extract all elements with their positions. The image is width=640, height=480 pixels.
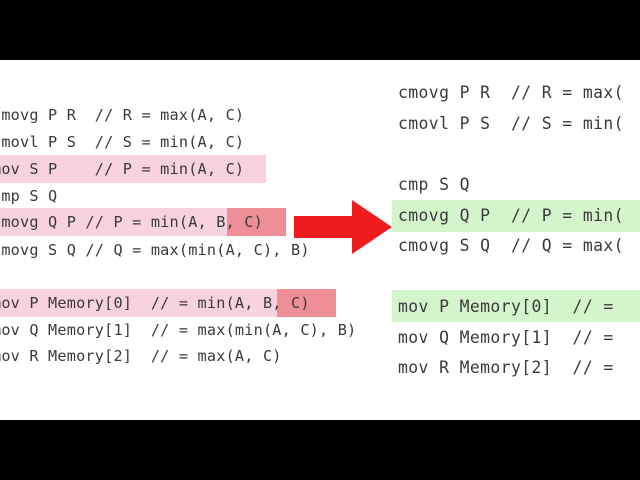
code-line: cmp S Q: [398, 175, 470, 194]
code-line: mov R Memory[2] // =: [398, 358, 614, 377]
code-line: cmovl P S // S = min(: [398, 114, 624, 133]
code-line: cmovg P R // R = max(A, C): [0, 106, 245, 124]
code-line: cmovl P S // S = min(A, C): [0, 133, 245, 151]
code-line: mov S P // P = min(A, C): [0, 160, 245, 178]
highlight-b-c-memory0: [277, 289, 336, 317]
highlight-cmovg-q-p-right: [392, 200, 640, 232]
code-line: mov Q Memory[1] // =: [398, 328, 614, 347]
highlight-mov-s-p: [0, 155, 266, 183]
code-line: cmovg Q P // P = min(: [398, 206, 624, 225]
slide-canvas: cmovg P R // R = max(A, C) cmovl P S // …: [0, 60, 640, 420]
code-line: mov P Memory[0] // = min(A, B, C): [0, 294, 310, 312]
code-line: cmovg S Q // Q = max(min(A, C), B): [0, 241, 310, 259]
code-line: mov R Memory[2] // = max(A, C): [0, 347, 282, 365]
right-arrow-icon: [294, 200, 392, 254]
code-line: cmp S Q: [0, 187, 58, 205]
code-line: cmovg S Q // Q = max(: [398, 236, 624, 255]
code-line: cmovg Q P // P = min(A, B, C): [0, 213, 263, 231]
highlight-mov-p-memory0-right: [392, 290, 640, 322]
code-line: cmovg P R // R = max(: [398, 83, 624, 102]
code-line: mov P Memory[0] // =: [398, 297, 614, 316]
highlight-b-c-cmovg: [227, 208, 286, 236]
code-line: mov Q Memory[1] // = max(min(A, C), B): [0, 321, 357, 339]
